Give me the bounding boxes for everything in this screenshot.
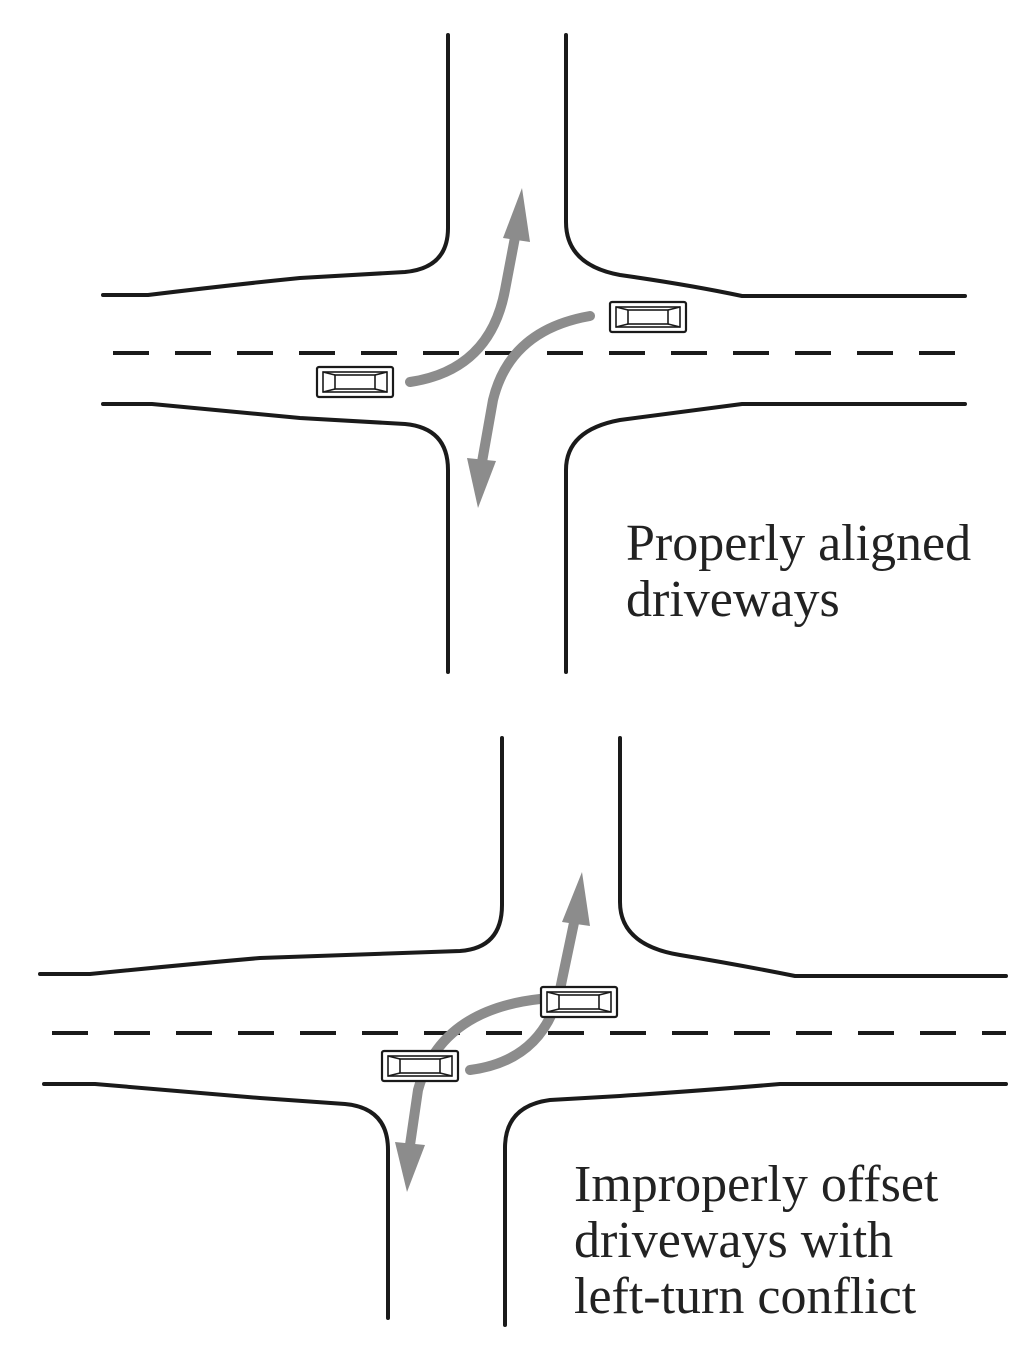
offset-caption: Improperly offset driveways with left-tu…: [574, 1157, 938, 1325]
offset-eastbound-car: [380, 1049, 460, 1083]
aligned-caption: Properly aligned driveways: [626, 516, 971, 628]
offset-intersection: [38, 736, 1008, 1327]
aligned-north-left-edge: [101, 33, 450, 297]
aligned-north-right-edge: [564, 33, 967, 298]
offset-arrowhead-south: [395, 1142, 425, 1192]
aligned-caption-line-2: driveways: [626, 571, 840, 628]
offset-north-left-edge: [38, 736, 504, 976]
aligned-eastbound-car: [315, 365, 395, 399]
aligned-westbound-car: [608, 300, 688, 334]
offset-north-right-edge: [618, 736, 1008, 978]
aligned-eastbound-left-turn-arrow: [405, 227, 521, 387]
offset-westbound-car: [539, 985, 619, 1019]
aligned-arrowhead-south: [467, 458, 496, 508]
aligned-south-right-edge: [564, 402, 967, 674]
offset-caption-line-1: Improperly offset: [574, 1156, 939, 1213]
aligned-caption-line-1: Properly aligned: [626, 515, 972, 572]
offset-caption-line-3: left-turn conflict: [574, 1268, 917, 1325]
aligned-south-left-edge: [101, 402, 450, 674]
aligned-arrowhead-north: [503, 188, 530, 242]
offset-south-right-edge: [503, 1082, 1008, 1327]
aligned-intersection: [101, 33, 967, 674]
offset-south-left-edge: [42, 1082, 390, 1320]
aligned-westbound-left-turn-arrow: [477, 311, 595, 467]
offset-arrowhead-north: [562, 872, 590, 926]
offset-caption-line-2: driveways with: [574, 1212, 894, 1269]
